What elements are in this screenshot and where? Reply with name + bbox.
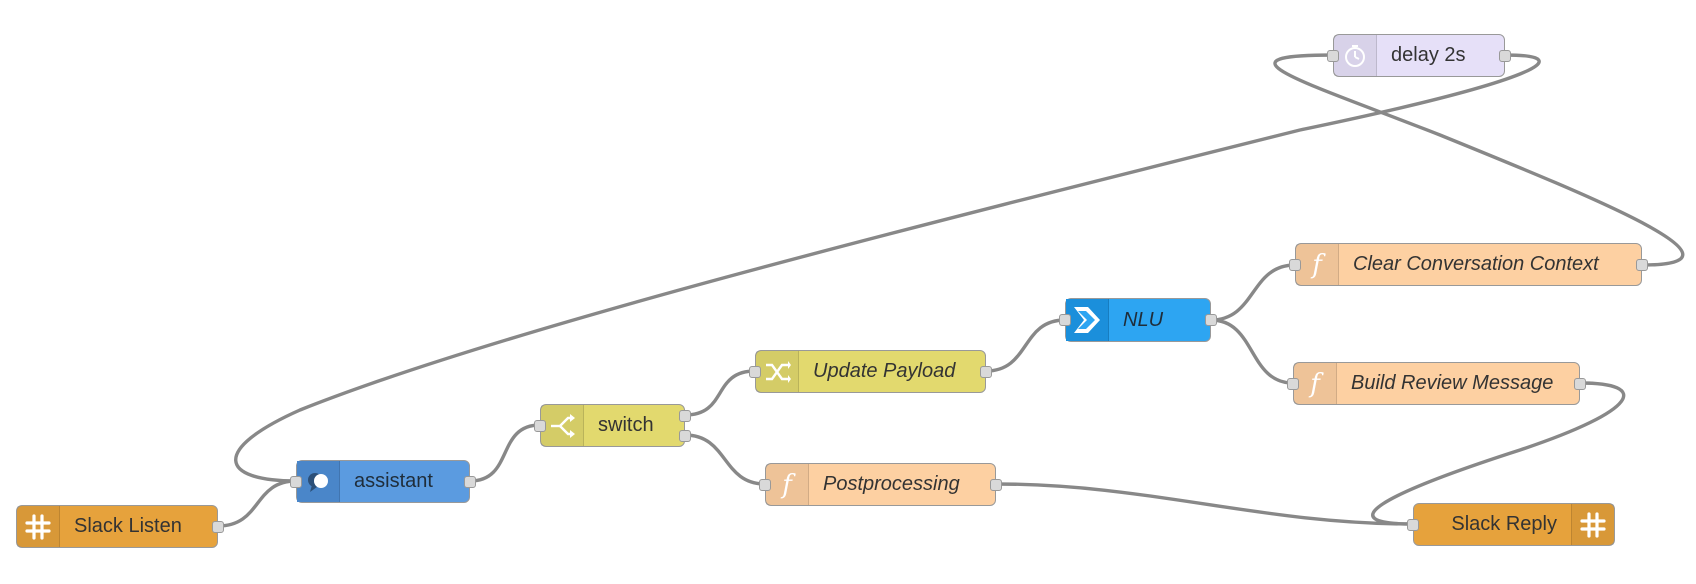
switch-node-label: switch [598, 414, 654, 436]
delay-output-port[interactable] [1499, 49, 1511, 62]
slack-listen-node[interactable]: Slack Listen [16, 505, 224, 548]
wire-nlu-to-build-review[interactable] [1209, 318, 1295, 385]
slack-icon [1571, 504, 1614, 545]
switch-node[interactable]: switch [534, 404, 691, 447]
switch-icon [541, 405, 584, 446]
wire-assistant-to-switch[interactable] [468, 423, 542, 483]
slack-reply-node[interactable]: Slack Reply [1407, 503, 1615, 546]
slack-reply-input-port[interactable] [1407, 518, 1419, 531]
function-icon: f [766, 464, 809, 505]
slack-icon [17, 506, 60, 547]
slack-listen-output-port[interactable] [212, 520, 224, 533]
assistant-input-port[interactable] [290, 475, 302, 488]
update-payload-node-label: Update Payload [813, 360, 956, 382]
slack-listen-node-label: Slack Listen [74, 515, 182, 537]
assistant-chat-icon [297, 461, 340, 502]
postprocessing-input-port[interactable] [759, 478, 771, 491]
switch-output-port-2[interactable] [679, 429, 691, 442]
slack-reply-node-label: Slack Reply [1451, 513, 1557, 535]
nlu-input-port[interactable] [1059, 314, 1071, 326]
delay-node[interactable]: delay 2s [1327, 34, 1511, 77]
build-review-node-label: Build Review Message [1351, 372, 1554, 394]
delay-input-port[interactable] [1327, 49, 1339, 62]
build-review-node[interactable]: f Build Review Message [1287, 362, 1586, 405]
build-review-output-port[interactable] [1574, 377, 1586, 390]
delay-node-label: delay 2s [1391, 44, 1466, 66]
wire-switch-to-update-payload[interactable] [683, 369, 757, 417]
clear-context-node[interactable]: f Clear Conversation Context [1289, 243, 1648, 286]
clear-context-output-port[interactable] [1636, 258, 1648, 271]
postprocessing-node-label: Postprocessing [823, 473, 960, 495]
update-payload-input-port[interactable] [749, 365, 761, 378]
function-icon: f [1294, 363, 1337, 404]
assistant-node[interactable]: assistant [290, 460, 476, 503]
switch-output-port-1[interactable] [679, 409, 691, 422]
wire-postprocessing-to-slack-reply[interactable] [994, 482, 1415, 526]
nlu-node[interactable]: NLU [1059, 298, 1217, 342]
postprocessing-output-port[interactable] [990, 478, 1002, 491]
wire-build-review-to-slack-reply[interactable] [1371, 381, 1626, 526]
clear-context-input-port[interactable] [1289, 258, 1301, 271]
function-icon: f [1296, 244, 1339, 285]
wire-delay-to-assistant[interactable] [234, 53, 1541, 483]
nlu-output-port[interactable] [1205, 314, 1217, 326]
watson-nlu-icon [1066, 299, 1109, 341]
switch-input-port[interactable] [534, 419, 546, 432]
build-review-input-port[interactable] [1287, 377, 1299, 390]
wire-clear-context-to-delay[interactable] [1273, 53, 1685, 267]
nlu-node-label: NLU [1123, 308, 1164, 331]
assistant-node-label: assistant [354, 470, 433, 492]
clear-context-node-label: Clear Conversation Context [1353, 253, 1599, 275]
wire-switch-to-postprocessing[interactable] [683, 433, 767, 486]
update-payload-node[interactable]: Update Payload [749, 350, 992, 393]
timer-icon [1334, 35, 1377, 76]
wire-update-payload-to-nlu[interactable] [984, 318, 1067, 373]
update-payload-output-port[interactable] [980, 365, 992, 378]
assistant-output-port[interactable] [464, 475, 476, 488]
wire-nlu-to-clear-context[interactable] [1209, 263, 1297, 322]
postprocessing-node[interactable]: f Postprocessing [759, 463, 1002, 506]
wire-slack-listen-to-assistant[interactable] [216, 479, 298, 528]
change-icon [756, 351, 799, 392]
